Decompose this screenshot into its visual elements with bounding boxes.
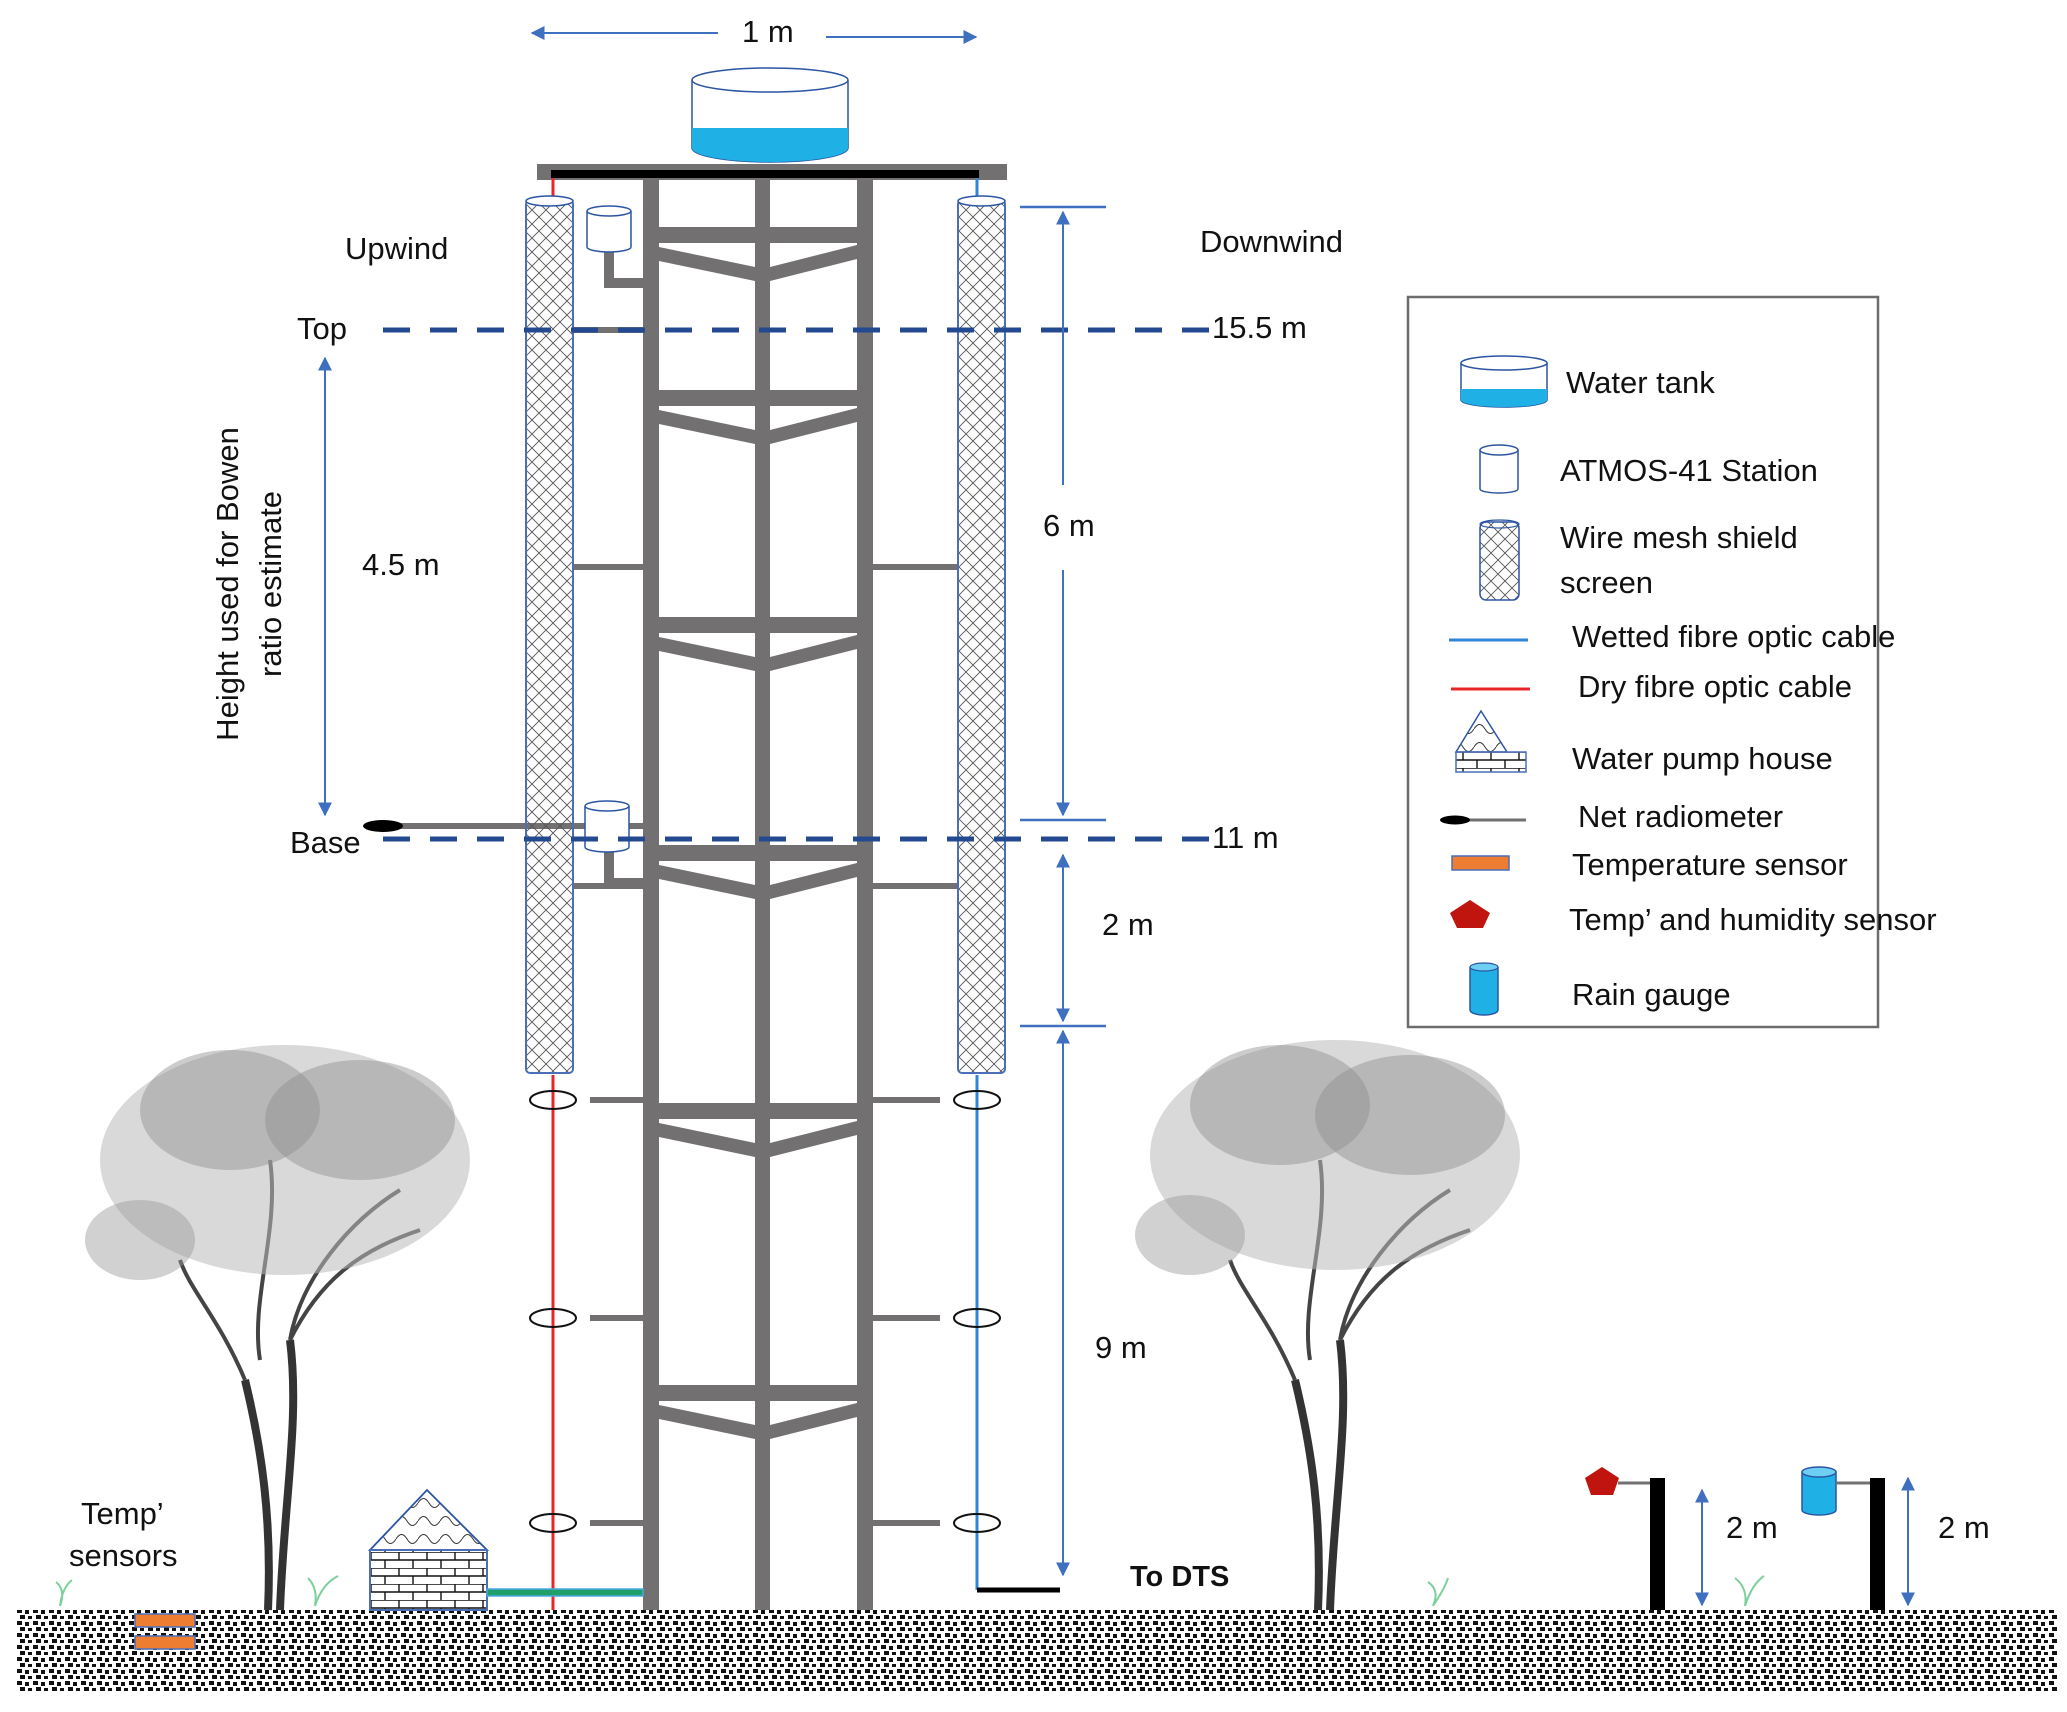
cable-clamp xyxy=(953,1308,1001,1328)
upwind-label: Upwind xyxy=(345,231,448,266)
tower-crossbar xyxy=(659,1103,857,1119)
downwind-label: Downwind xyxy=(1200,224,1343,259)
rain-gauge-icon xyxy=(1469,962,1499,1016)
temp-sensors-label-line1: Temp’ xyxy=(81,1496,164,1531)
temperature-sensor xyxy=(134,1613,196,1628)
legend-label-wetted-cable: Wetted fibre optic cable xyxy=(1572,619,1895,654)
legend-box xyxy=(1406,295,1880,1029)
dim-9m-label: 9 m xyxy=(1095,1330,1147,1365)
cable-clamp xyxy=(953,1090,1001,1110)
legend-label-net-radiometer: Net radiometer xyxy=(1578,799,1783,834)
temperature-sensor-icon xyxy=(1451,855,1510,871)
legend-label-pump-house: Water pump house xyxy=(1572,741,1833,776)
legend-label-wire-mesh-line2: screen xyxy=(1560,565,1653,600)
pump-pipe xyxy=(486,1588,644,1597)
bowen-span-label: 4.5 m xyxy=(362,547,440,582)
cable-clamp xyxy=(529,1513,577,1533)
cable-clamp xyxy=(529,1090,577,1110)
bowen-height-label-line1: Height used for Bowen xyxy=(210,427,245,741)
tower-brace xyxy=(659,1121,857,1157)
tree-crown xyxy=(100,1045,470,1275)
height-dimensions xyxy=(1020,205,1106,1028)
grass-tuft xyxy=(55,1579,73,1607)
atmos-bracket-top xyxy=(604,250,643,288)
to-dts-label: To DTS xyxy=(1130,1561,1229,1593)
tower-post-left xyxy=(643,180,659,1610)
tower-crossbar xyxy=(659,617,857,633)
wire-mesh-shield-upwind xyxy=(525,195,574,1074)
tower-crossbars xyxy=(659,227,857,1439)
tree-left xyxy=(85,1045,470,1611)
rain-gauge xyxy=(1801,1466,1837,1516)
humidity-sensor-icon xyxy=(1450,900,1490,928)
tower-crossbar xyxy=(659,390,857,406)
legend-label-rain-gauge: Rain gauge xyxy=(1572,977,1731,1012)
tower-post-right xyxy=(857,180,873,1610)
tower-crossbar xyxy=(659,227,857,243)
wire-mesh-shield-downwind xyxy=(957,195,1006,1074)
temp-sensors-label-line2: sensors xyxy=(69,1538,178,1573)
tower-crossbar xyxy=(659,845,857,861)
temperature-sensor xyxy=(134,1635,196,1650)
dim-6m-label: 6 m xyxy=(1043,508,1095,543)
tree-branches xyxy=(178,1159,421,1381)
legend-label-water-tank: Water tank xyxy=(1566,365,1715,400)
dim-2m-label: 2 m xyxy=(1102,907,1154,942)
tree-branches xyxy=(1228,1159,1471,1381)
tree-right xyxy=(1135,1040,1520,1611)
atmos-station-base xyxy=(584,800,630,853)
tree-trunk xyxy=(1291,1339,1348,1611)
base-height-label: 11 m xyxy=(1212,820,1279,855)
top-cable-run xyxy=(551,170,979,178)
atmos-bracket-base xyxy=(604,850,643,888)
tower-brace xyxy=(659,245,857,281)
top-height-label: 15.5 m xyxy=(1212,310,1307,345)
legend-label-dry-cable: Dry fibre optic cable xyxy=(1578,669,1852,704)
cable-clamp xyxy=(529,1308,577,1328)
water-tank-icon xyxy=(1460,355,1548,408)
tower-crossbar xyxy=(659,1385,857,1401)
legend-label-humidity-sensor: Temp’ and humidity sensor xyxy=(1569,902,1937,937)
tower xyxy=(643,180,873,1610)
legend-label-atmos-station: ATMOS-41 Station xyxy=(1560,453,1818,488)
grass-tuft xyxy=(1427,1577,1449,1607)
cable-clamp xyxy=(953,1513,1001,1533)
ground xyxy=(17,1610,2057,1693)
tower-brace xyxy=(659,1403,857,1439)
width-dimension-label: 1 m xyxy=(742,14,794,49)
legend-label-temperature-sensor: Temperature sensor xyxy=(1572,847,1848,882)
tree-trunk xyxy=(241,1339,298,1611)
grass-tuft xyxy=(1734,1575,1765,1607)
cable-clamps xyxy=(529,1090,1001,1533)
top-label: Top xyxy=(297,311,347,346)
humidity-pole-height-label: 2 m xyxy=(1726,1510,1778,1545)
grass-tuft xyxy=(307,1575,339,1607)
tower-brace xyxy=(659,863,857,899)
side-arms xyxy=(395,327,958,1526)
tower-brace xyxy=(659,408,857,444)
atmos-station-top xyxy=(586,205,632,253)
atmos-station-icon xyxy=(1479,444,1519,494)
legend-label-wire-mesh-line1: Wire mesh shield xyxy=(1560,520,1798,555)
wire-mesh-shield-icon xyxy=(1479,519,1520,601)
tower-brace xyxy=(659,635,857,671)
rain-gauge-pole xyxy=(1870,1478,1885,1610)
water-tank xyxy=(691,67,849,163)
humidity-sensor-pole xyxy=(1650,1478,1665,1610)
bowen-height-label-line2: ratio estimate xyxy=(253,491,288,677)
temp-humidity-sensor xyxy=(1585,1467,1619,1495)
legend: Water tank ATMOS-41 Station Wire mesh sh… xyxy=(1406,295,1937,1029)
net-radiometer xyxy=(363,820,403,832)
base-label: Base xyxy=(290,825,361,860)
pump-house-icon xyxy=(1454,709,1527,773)
tree-crown xyxy=(1150,1040,1520,1270)
grass-tufts xyxy=(55,1575,1765,1607)
rain-gauge-pole-height-label: 2 m xyxy=(1938,1510,1990,1545)
tower-post-middle xyxy=(755,180,770,1610)
water-pump-house xyxy=(367,1488,490,1611)
net-radiometer-icon xyxy=(1440,815,1526,825)
